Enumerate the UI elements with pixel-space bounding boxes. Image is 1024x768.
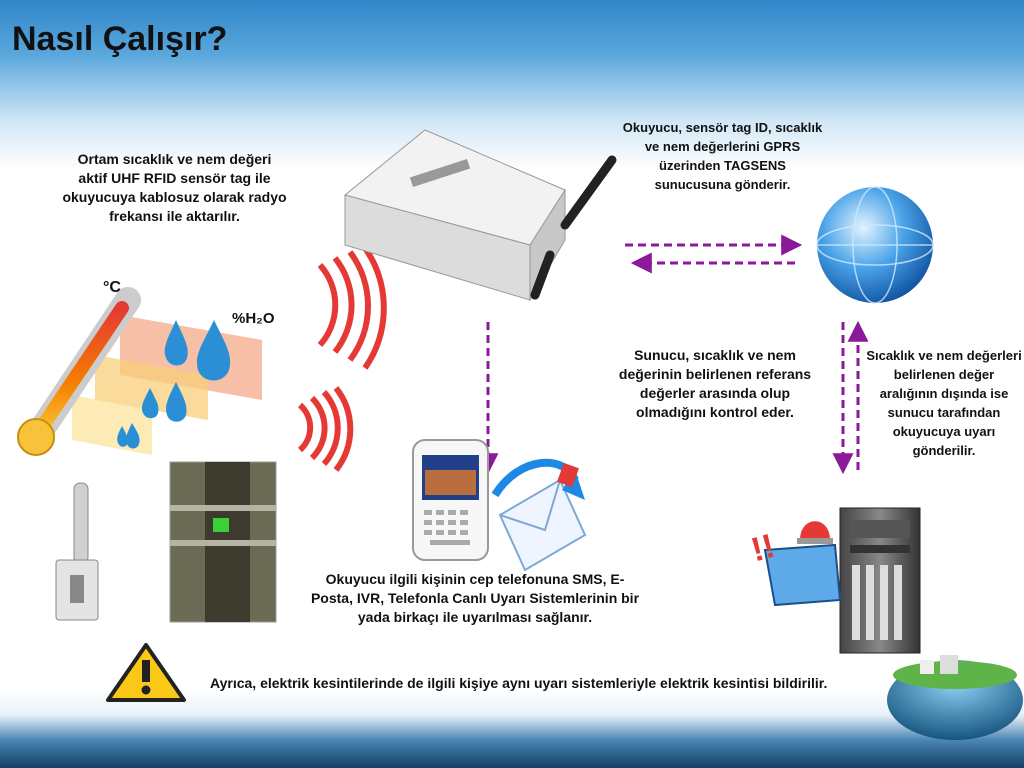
reader-description: Okuyucu, sensör tag ID, sıcaklık ve nem …: [622, 120, 823, 192]
rfid-reader-icon: [343, 129, 617, 302]
page-title: Nasıl Çalışır?: [12, 20, 228, 58]
power-outage-description: Ayrıca, elektrik kesintilerinde de ilgil…: [210, 675, 828, 691]
globe-icon: [816, 186, 934, 304]
celsius-label: °C: [103, 279, 121, 296]
notification-description: Okuyucu ilgili kişinin cep telefonuna SM…: [310, 571, 640, 625]
smartphone-icon: [412, 439, 489, 561]
humidity-label: %H₂O: [232, 310, 275, 327]
earth-island-icon: [887, 655, 1023, 740]
livestock-photo: [169, 461, 277, 623]
server-check-description: Sunucu, sıcaklık ve nem değerinin belirl…: [618, 347, 812, 420]
flow-arrows: [477, 234, 869, 475]
svg-text:!!: !!: [747, 527, 779, 570]
server-alarm-icon: !!: [747, 507, 921, 654]
email-icon: [491, 458, 587, 572]
water-drop-icon: [117, 320, 231, 449]
thermometer-icon: [17, 287, 262, 456]
warning-icon: [106, 643, 186, 702]
alarm-description: Sıcaklık ve nem değerleri belirlenen değ…: [866, 348, 1022, 458]
radio-wave-icon: [297, 246, 387, 472]
sensor-tag-icon: [55, 482, 99, 621]
sensor-description: Ortam sıcaklık ve nem değeri aktif UHF R…: [62, 151, 287, 224]
